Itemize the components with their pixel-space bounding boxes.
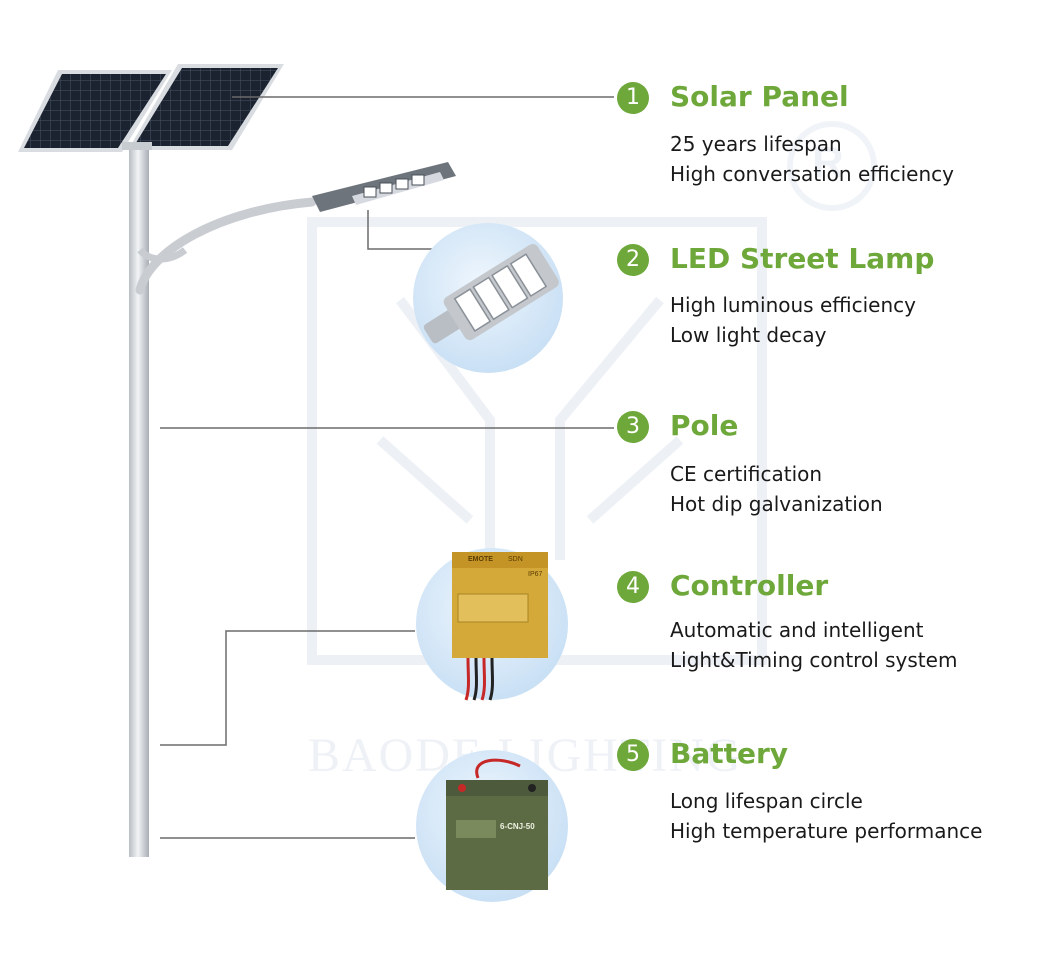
led-lamp-closeup (423, 243, 559, 344)
lamp-arm (135, 197, 317, 295)
pole (129, 145, 149, 857)
number-badge: 5 (617, 739, 649, 771)
feature-line: High conversation efficiency (670, 162, 954, 186)
connector-controller (160, 630, 415, 746)
number-badge: 3 (617, 411, 649, 443)
feature-line: 25 years lifespan (670, 132, 842, 156)
controller-closeup (452, 552, 548, 701)
controller-rating-label: IP67 (528, 571, 543, 578)
battery-model-label: 6-CNJ-50 (500, 822, 535, 831)
feature-line: Automatic and intelligent (670, 618, 924, 642)
solar-panel (18, 64, 284, 152)
feature-line: Light&Timing control system (670, 648, 958, 672)
connector-led-lamp (367, 210, 432, 250)
feature-line: Low light decay (670, 323, 827, 347)
feature-title: Solar Panel (670, 80, 849, 113)
led-lamp-head (312, 162, 456, 212)
battery-closeup (446, 758, 548, 890)
feature-line: Hot dip galvanization (670, 492, 883, 516)
number-badge: 4 (617, 571, 649, 603)
feature-line: High luminous efficiency (670, 293, 916, 317)
controller-model-label: SDN (508, 556, 523, 563)
feature-title: LED Street Lamp (670, 242, 935, 275)
feature-line: CE certification (670, 462, 823, 486)
feature-title: Battery (670, 737, 789, 770)
watermark-registered-mark: R (812, 138, 844, 187)
feature-line: Long lifespan circle (670, 789, 863, 813)
number-badge: 2 (617, 244, 649, 276)
feature-line: High temperature performance (670, 819, 983, 843)
feature-title: Pole (670, 409, 739, 442)
number-badge: 1 (617, 82, 649, 114)
controller-brand-label: EMOTE (468, 556, 493, 563)
feature-title: Controller (670, 569, 829, 602)
